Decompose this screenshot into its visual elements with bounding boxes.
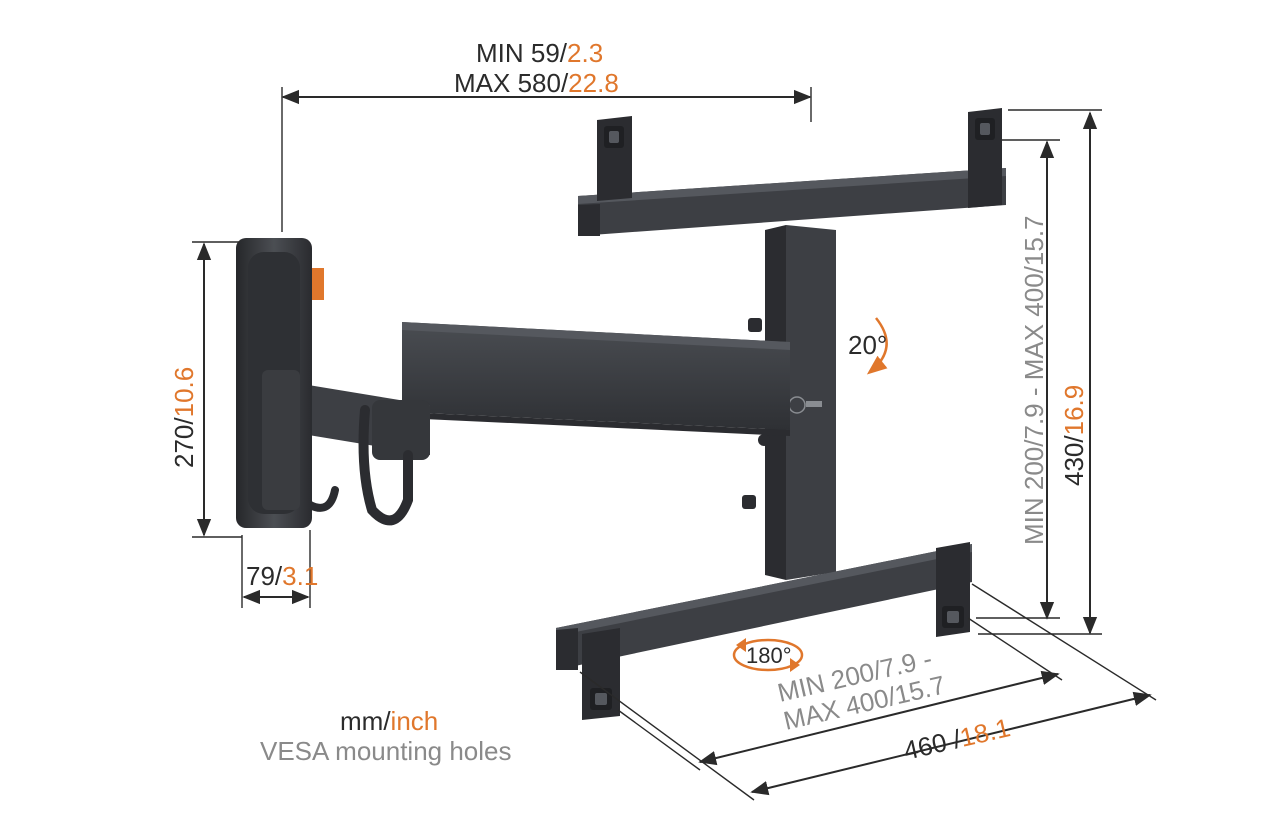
left-height-label: 270/10.6 xyxy=(169,367,199,468)
vertical-column xyxy=(742,225,836,580)
dimension-lines xyxy=(192,87,1157,801)
wall-plate xyxy=(236,238,324,528)
vesa-caption: VESA mounting holes xyxy=(260,736,512,766)
top-min-label: MIN 59/2.3 xyxy=(476,38,603,68)
mount-illustration xyxy=(236,108,1006,720)
right-height-label: 430/16.9 xyxy=(1059,385,1089,486)
adjust-tab-icon xyxy=(312,268,324,300)
bottom-width-label: 460 /18.1 xyxy=(901,712,1013,766)
tilt-angle-label: 20° xyxy=(848,330,887,360)
vesa-vertical-label: MIN 200/7.9 - MAX 400/15.7 xyxy=(1019,215,1049,545)
top-crossbar xyxy=(578,108,1006,236)
tilt-rotation-icon xyxy=(866,317,888,375)
bottom-crossbar xyxy=(556,542,972,720)
depth-label: 79/3.1 xyxy=(246,561,318,591)
unit-legend: mm/inch xyxy=(340,706,438,736)
top-max-label: MAX 580/22.8 xyxy=(454,68,619,98)
swivel-angle-label: 180° xyxy=(746,643,792,668)
swivel-rotation-icon xyxy=(732,638,804,672)
main-arm xyxy=(402,322,790,436)
